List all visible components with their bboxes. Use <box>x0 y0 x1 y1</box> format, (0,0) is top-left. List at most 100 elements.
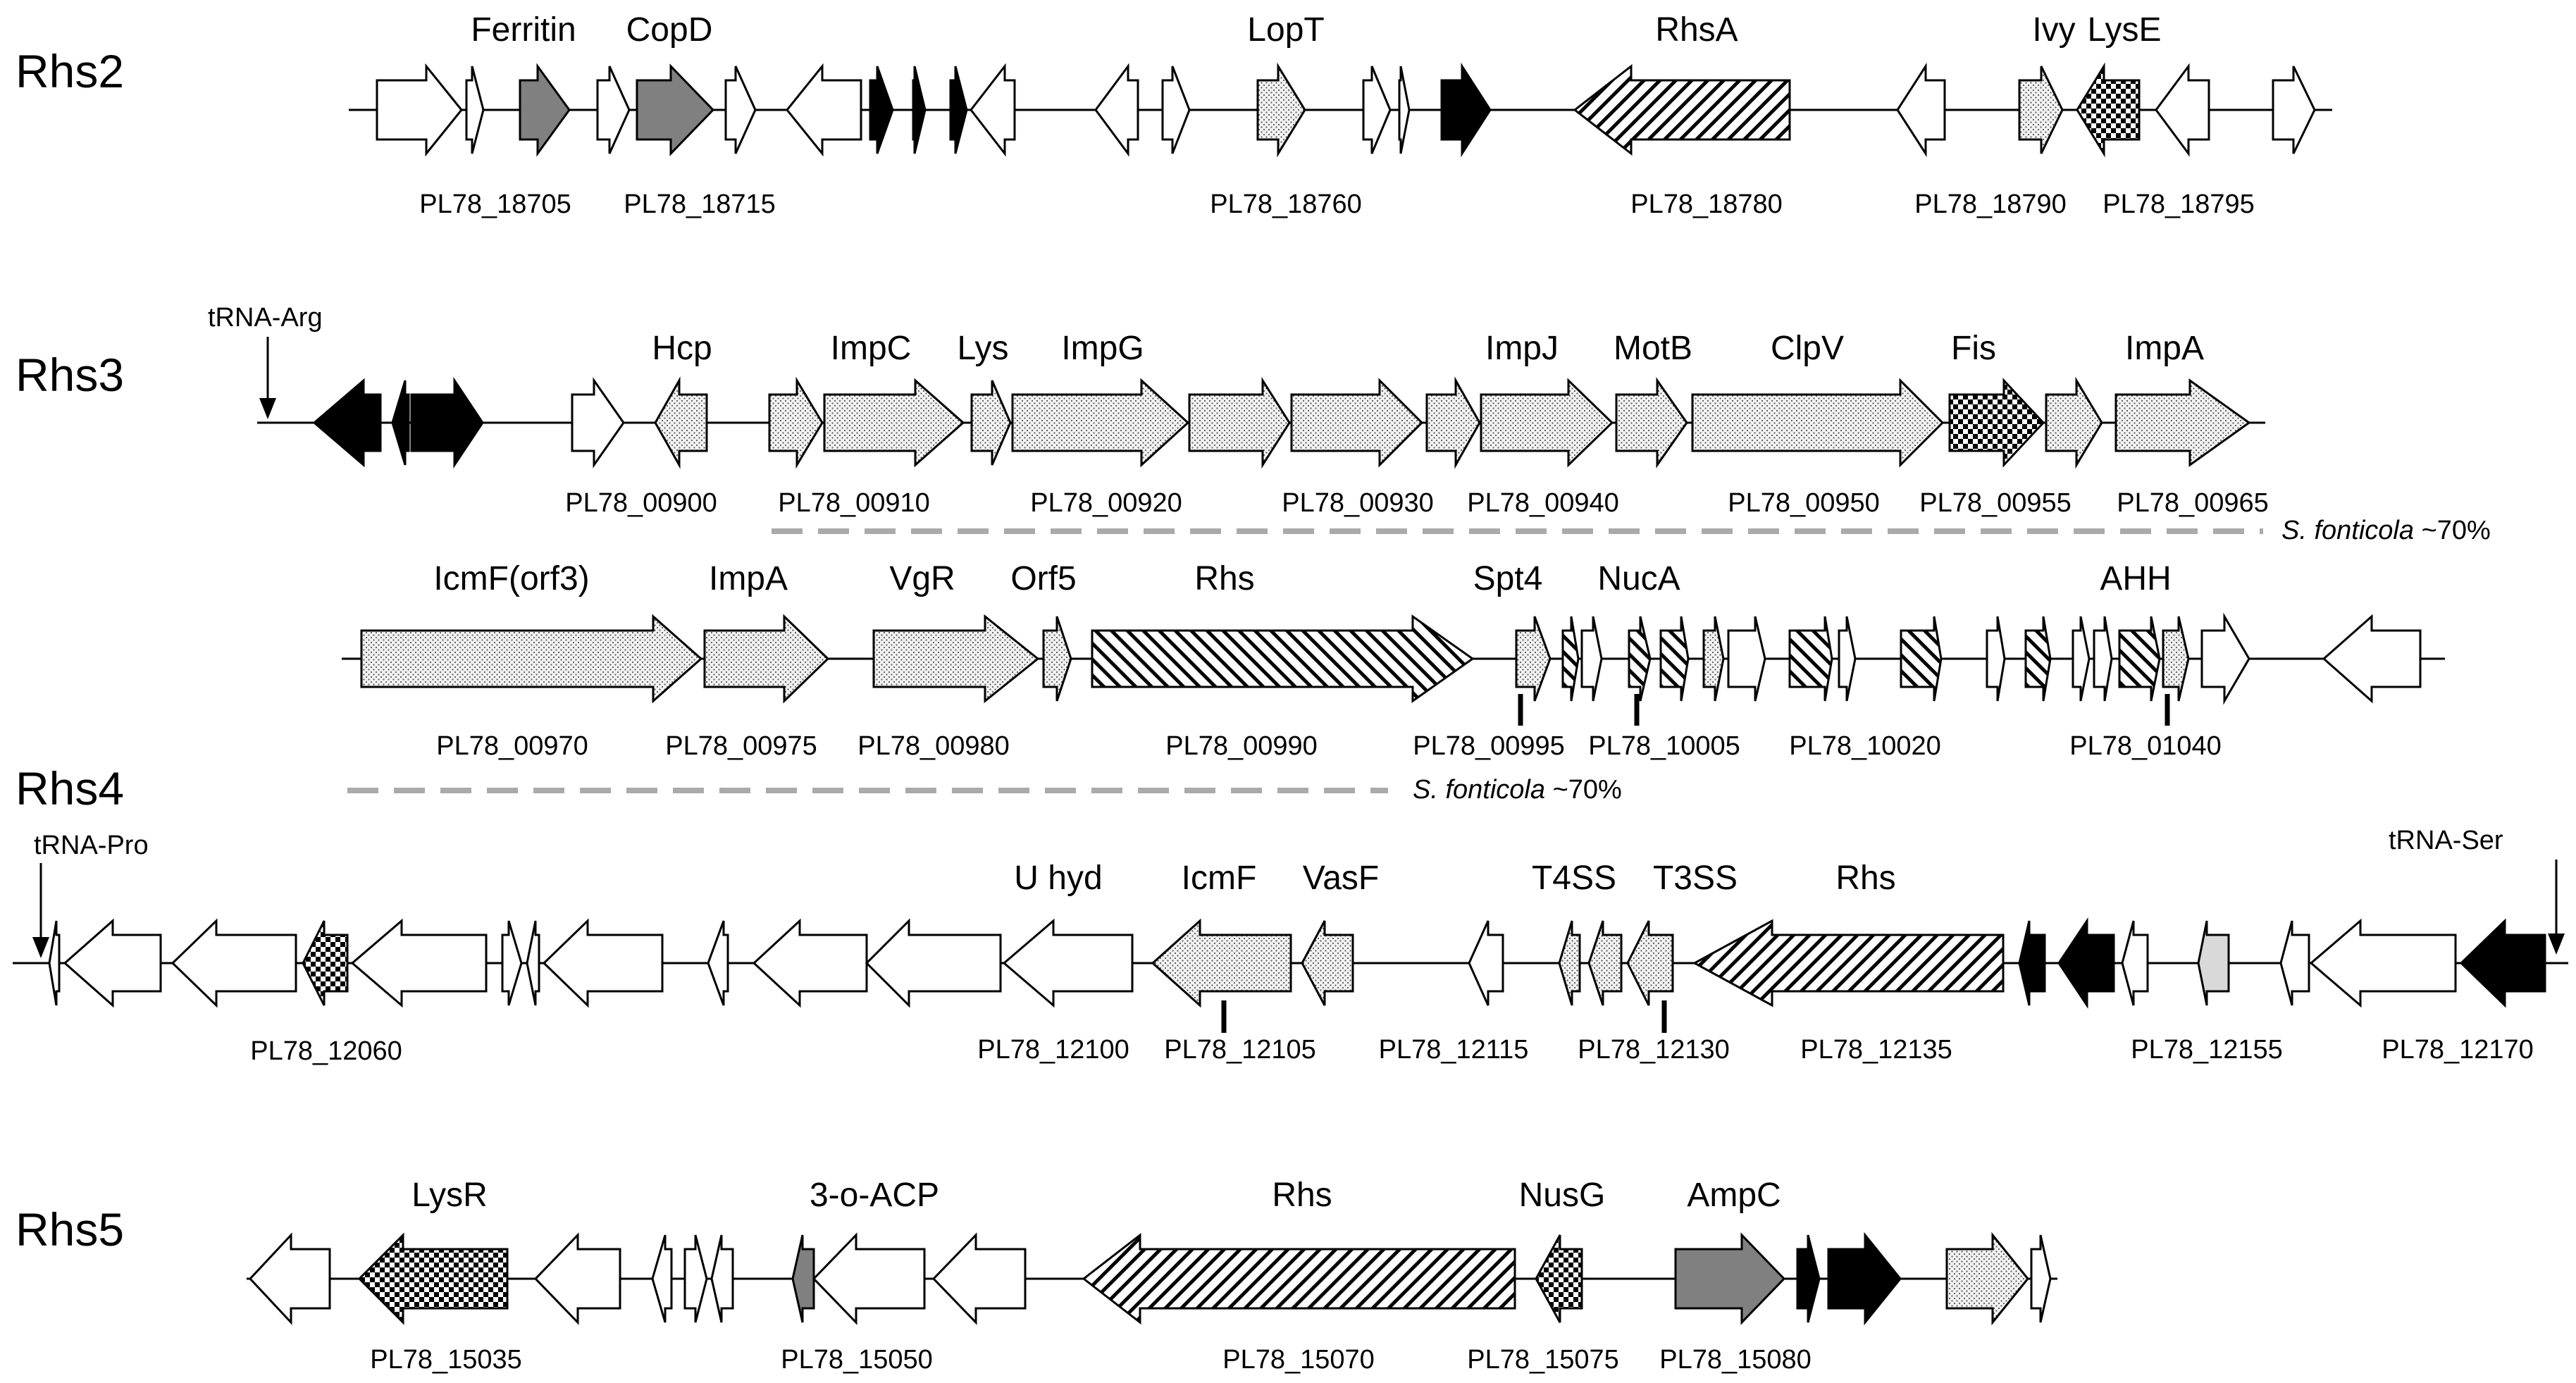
gene-arrow-impj <box>1480 378 1614 468</box>
gene-arrow-unnamed <box>1838 616 1857 702</box>
gene-arrow-spt4 <box>1515 616 1552 702</box>
gene-arrow-unnamed <box>2072 616 2091 702</box>
gene-arrow-unnamed <box>2200 612 2250 705</box>
gene-arrow-unnamed <box>683 1234 708 1323</box>
gene-arrow-unnamed <box>1580 616 1603 702</box>
track-label-rhs2: Rhs2 <box>16 45 124 97</box>
gene-arrow-unnamed <box>1468 920 1504 1006</box>
trna-arrow-head <box>32 937 49 958</box>
gene-arrow-unnamed <box>1440 62 1492 158</box>
locus-tag: PL78_00975 <box>665 731 817 761</box>
gene-name-nuca: NucA <box>1597 560 1680 597</box>
gene-name-clpv: ClpV <box>1771 330 1844 367</box>
gene-arrow-unnamed <box>2018 920 2046 1006</box>
gene-arrow-orf5 <box>1042 616 1072 702</box>
gene-arrow-unnamed <box>949 66 968 154</box>
gene-name-lopt: LopT <box>1247 11 1324 49</box>
locus-tag: PL78_15080 <box>1659 1345 1812 1375</box>
gene-arrow-unnamed <box>970 63 1016 157</box>
gene-arrow-u-hyd <box>1002 918 1134 1008</box>
gene-arrow-unnamed <box>912 66 927 154</box>
gene-arrow-unnamed <box>2024 616 2052 702</box>
gene-arrow-unnamed <box>1561 616 1580 702</box>
gene-name-lyse: LysE <box>2088 11 2162 49</box>
gene-arrow-unnamed <box>526 920 540 1006</box>
locus-tag: PL78_00955 <box>1919 488 2072 518</box>
gene-name-ampc: AmpC <box>1687 1177 1781 1214</box>
gene-arrow-unnamed <box>1896 62 1946 158</box>
trna-label-right: tRNA-Ser <box>2389 826 2503 855</box>
gene-arrow-unnamed <box>2309 918 2457 1008</box>
gene-arrow-unnamed <box>48 920 61 1006</box>
gene-name-ferritin: Ferritin <box>471 11 576 49</box>
gene-name-impc: ImpC <box>831 330 912 367</box>
gene-name-impa: ImpA <box>2125 330 2204 367</box>
gene-arrow-unnamed <box>465 66 485 154</box>
locus-tag: PL78_12060 <box>250 1036 402 1066</box>
gene-arrow-unnamed <box>1796 1234 1821 1323</box>
gene-arrow-lyse <box>2076 62 2141 158</box>
locus-tag: PL78_12130 <box>1578 1035 1730 1065</box>
gene-arrow-unnamed <box>302 920 349 1006</box>
track-label-rhs3: Rhs3 <box>16 349 124 401</box>
trna-arrow-head <box>259 398 276 419</box>
locus-tag: PL78_00970 <box>436 731 588 761</box>
gene-name-rhsa: RhsA <box>1655 11 1738 49</box>
locus-tag: PL78_15075 <box>1467 1345 1619 1375</box>
gene-arrow-unnamed <box>2322 614 2422 704</box>
gene-arrow-t4ss <box>1558 920 1581 1006</box>
trna-label: tRNA-Arg <box>208 303 323 333</box>
gene-name-rhs: Rhs <box>1272 1177 1332 1214</box>
locus-tag: PL78_00965 <box>2117 488 2269 518</box>
gene-name-ivy: Ivy <box>2032 11 2075 49</box>
locus-tag: PL78_00980 <box>857 731 1010 761</box>
locus-tag: PL78_00910 <box>778 488 930 518</box>
gene-arrow-impg <box>1011 378 1190 468</box>
gene-arrow-nuca <box>1628 616 1652 702</box>
gene-arrow-vgr <box>872 614 1040 704</box>
trna-label-left: tRNA-Pro <box>34 831 149 860</box>
locus-tag: PL78_18715 <box>624 190 776 219</box>
locus-tag: PL78_00995 <box>1413 731 1565 761</box>
gene-arrow-unnamed <box>1945 1232 2029 1326</box>
gene-arrow-unnamed <box>2155 63 2210 157</box>
gene-arrow-motb <box>1615 377 1688 469</box>
gene-arrow-unnamed <box>724 66 757 154</box>
gene-arrow-impa <box>2114 378 2251 467</box>
locus-tag: PL78_00950 <box>1728 488 1880 518</box>
gene-name-impa: ImpA <box>709 560 788 597</box>
track-rhs3: Rhs3 tRNA-Arg Hcp ImpC Lys ImpG ImpJ Mot… <box>16 303 2491 545</box>
locus-tag: PL78_10020 <box>1789 731 1941 761</box>
gene-arrow-unnamed <box>350 918 488 1008</box>
gene-arrow-unnamed <box>1659 616 1690 702</box>
gene-arrow-unnamed <box>2057 917 2115 1009</box>
locus-tag: PL78_12115 <box>1379 1035 1529 1065</box>
gene-arrow-lysr <box>357 1232 509 1325</box>
gene-arrow-unnamed <box>710 1234 734 1323</box>
homology-note: S. fonticola ~70% <box>1413 775 1622 805</box>
gene-arrow-unnamed <box>651 1234 673 1323</box>
trna-arrow-head <box>2548 934 2565 955</box>
gene-arrow-unnamed <box>1290 378 1424 468</box>
track-rhs5: Rhs5 LysR 3-o-ACP Rhs NusG AmpC PL78_150… <box>16 1177 2057 1375</box>
gene-name-copd: CopD <box>626 11 713 49</box>
gene-arrow-unnamed <box>1161 66 1191 154</box>
gene-arrow-vasf <box>1301 920 1354 1006</box>
gene-arrow-unnamed <box>869 66 894 154</box>
gene-arrow-unnamed <box>1702 616 1725 702</box>
gene-arrow-lopt <box>1256 62 1306 158</box>
locus-tag: PL78_18795 <box>2103 190 2255 219</box>
gene-arrow-unnamed <box>171 918 297 1008</box>
locus-tag: PL78_18790 <box>1914 190 2067 219</box>
gene-name-ahh: AHH <box>2100 560 2171 597</box>
gene-arrow-unnamed <box>248 1232 331 1325</box>
gene-arrow-icmf-orf3 <box>360 614 703 704</box>
gene-arrow-unnamed <box>2459 918 2546 1008</box>
gene-arrow-unnamed <box>2162 616 2190 702</box>
track-label-rhs4: Rhs4 <box>16 762 124 814</box>
gene-arrow-icmf <box>1151 918 1292 1008</box>
gene-arrow-unnamed <box>63 918 162 1008</box>
gene-arrow-unnamed <box>410 377 484 469</box>
gene-name-u-hyd: U hyd <box>1014 860 1102 897</box>
